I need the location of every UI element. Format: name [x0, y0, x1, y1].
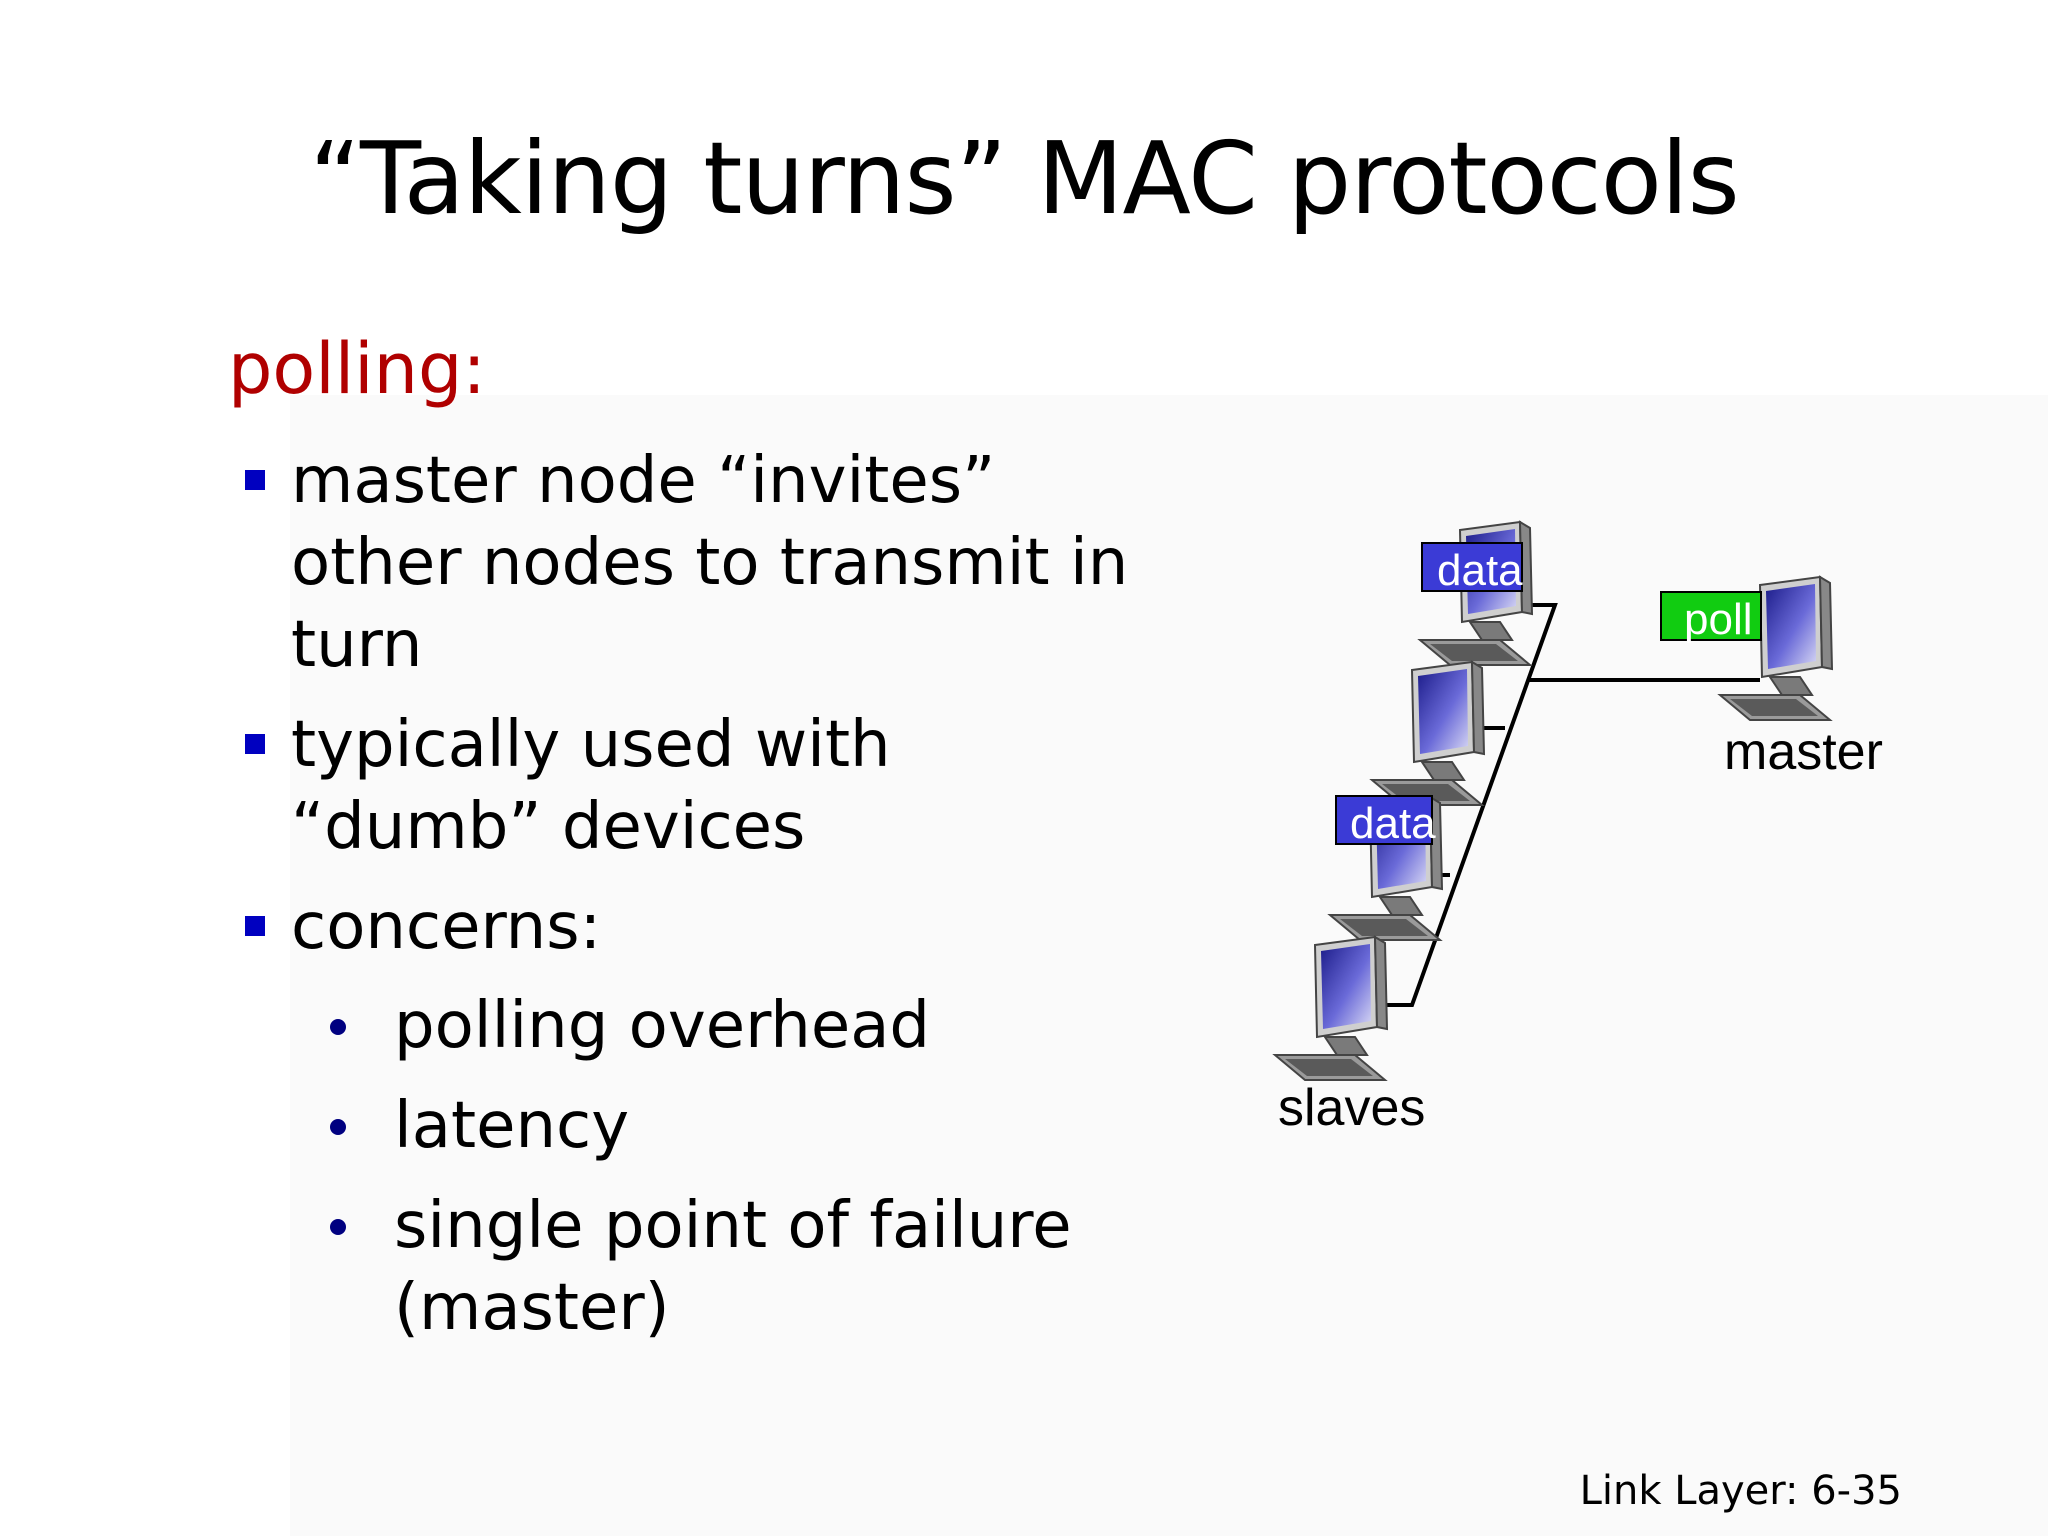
- content-background: [290, 395, 2048, 1536]
- data-packet-label: data: [1437, 546, 1523, 595]
- slaves-label: slaves: [1278, 1079, 1426, 1137]
- poll-packet-label: poll: [1684, 595, 1753, 644]
- bullet-list: master node “invites” other nodes to tra…: [245, 440, 1145, 986]
- sub-bullet-text: latency: [394, 1089, 630, 1163]
- data-packet: data: [1335, 795, 1436, 848]
- sub-bullet-item: latency: [330, 1085, 1150, 1167]
- slide-title: “Taking turns” MAC protocols: [309, 120, 1740, 237]
- data-packet: data: [1421, 542, 1523, 595]
- bullet-text: master node “invites” other nodes to tra…: [291, 444, 1129, 682]
- section-heading: polling:: [228, 328, 486, 410]
- dot-bullet-icon: [330, 1219, 346, 1235]
- bullet-text: concerns:: [291, 890, 602, 964]
- slave-computer-icon: [1371, 661, 1485, 806]
- square-bullet-icon: [245, 470, 265, 490]
- sub-bullet-list: polling overhead latency single point of…: [330, 985, 1150, 1367]
- bullet-item: master node “invites” other nodes to tra…: [245, 440, 1145, 686]
- dot-bullet-icon: [330, 1119, 346, 1135]
- sub-bullet-text: polling overhead: [394, 989, 931, 1063]
- bullet-item: typically used with “dumb” devices: [245, 704, 1145, 868]
- sub-bullet-item: polling overhead: [330, 985, 1150, 1067]
- data-packet-label: data: [1350, 799, 1436, 848]
- sub-bullet-text: single point of failure (master): [394, 1189, 1072, 1345]
- bullet-text: typically used with “dumb” devices: [291, 708, 891, 864]
- square-bullet-icon: [245, 916, 265, 936]
- slide-footer: Link Layer: 6-35: [1579, 1468, 1902, 1514]
- dot-bullet-icon: [330, 1019, 346, 1035]
- master-label: master: [1724, 723, 1883, 781]
- bullet-item: concerns:: [245, 886, 1145, 968]
- slave-computer-icon: [1274, 936, 1388, 1081]
- sub-bullet-item: single point of failure (master): [330, 1185, 1150, 1349]
- poll-packet: poll: [1660, 591, 1762, 644]
- square-bullet-icon: [245, 734, 265, 754]
